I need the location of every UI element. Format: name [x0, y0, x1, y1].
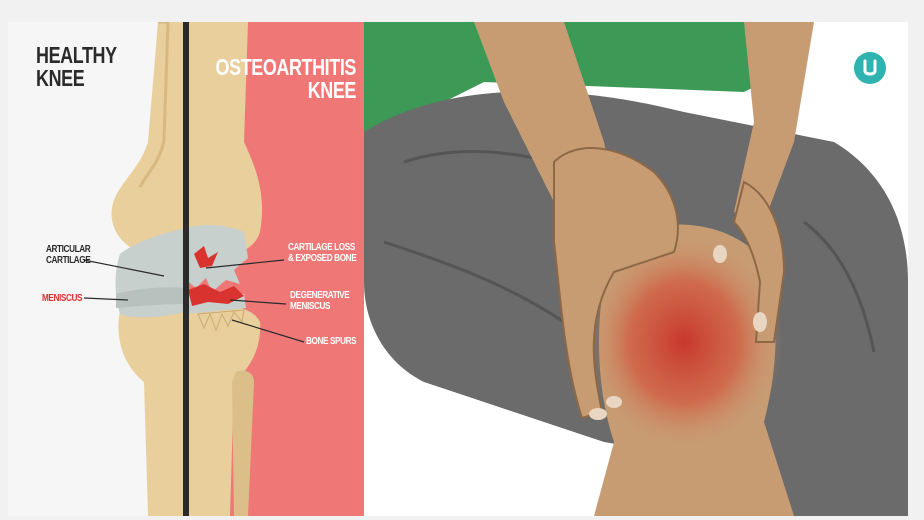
articular-line1: ARTICULAR [46, 244, 116, 255]
knee-comparison-diagram: HEALTHY KNEE OSTEOARTHITIS KNEE ARTICULA… [8, 22, 364, 516]
degenerative-line1: DEGENERATIVE [290, 290, 360, 301]
healthy-title-line2: KNEE [36, 67, 130, 90]
cartilage-loss-line1: CARTILAGE LOSS [288, 242, 358, 253]
articular-line2: CARTILAGE [46, 255, 116, 266]
brand-logo-icon [854, 52, 886, 84]
person-knee-pain-graphic [364, 22, 908, 516]
degenerative-meniscus-label: DEGENERATIVE MENISCUS [290, 290, 360, 311]
cartilage-loss-line2: & EXPOSED BONE [288, 253, 358, 264]
oa-title-line2: KNEE [200, 79, 356, 102]
illustration-frame: HEALTHY KNEE OSTEOARTHITIS KNEE ARTICULA… [8, 22, 908, 516]
healthy-title-line1: HEALTHY [36, 44, 130, 67]
meniscus-label: MENISCUS [42, 293, 112, 304]
articular-cartilage-label: ARTICULAR CARTILAGE [46, 244, 116, 265]
cartilage-loss-label: CARTILAGE LOSS & EXPOSED BONE [288, 242, 358, 263]
degenerative-line2: MENISCUS [290, 301, 360, 312]
healthy-knee-title: HEALTHY KNEE [36, 44, 130, 90]
oa-knee-title: OSTEOARTHITIS KNEE [200, 56, 356, 102]
knee-pain-illustration [364, 22, 908, 516]
oa-title-line1: OSTEOARTHITIS [200, 56, 356, 79]
